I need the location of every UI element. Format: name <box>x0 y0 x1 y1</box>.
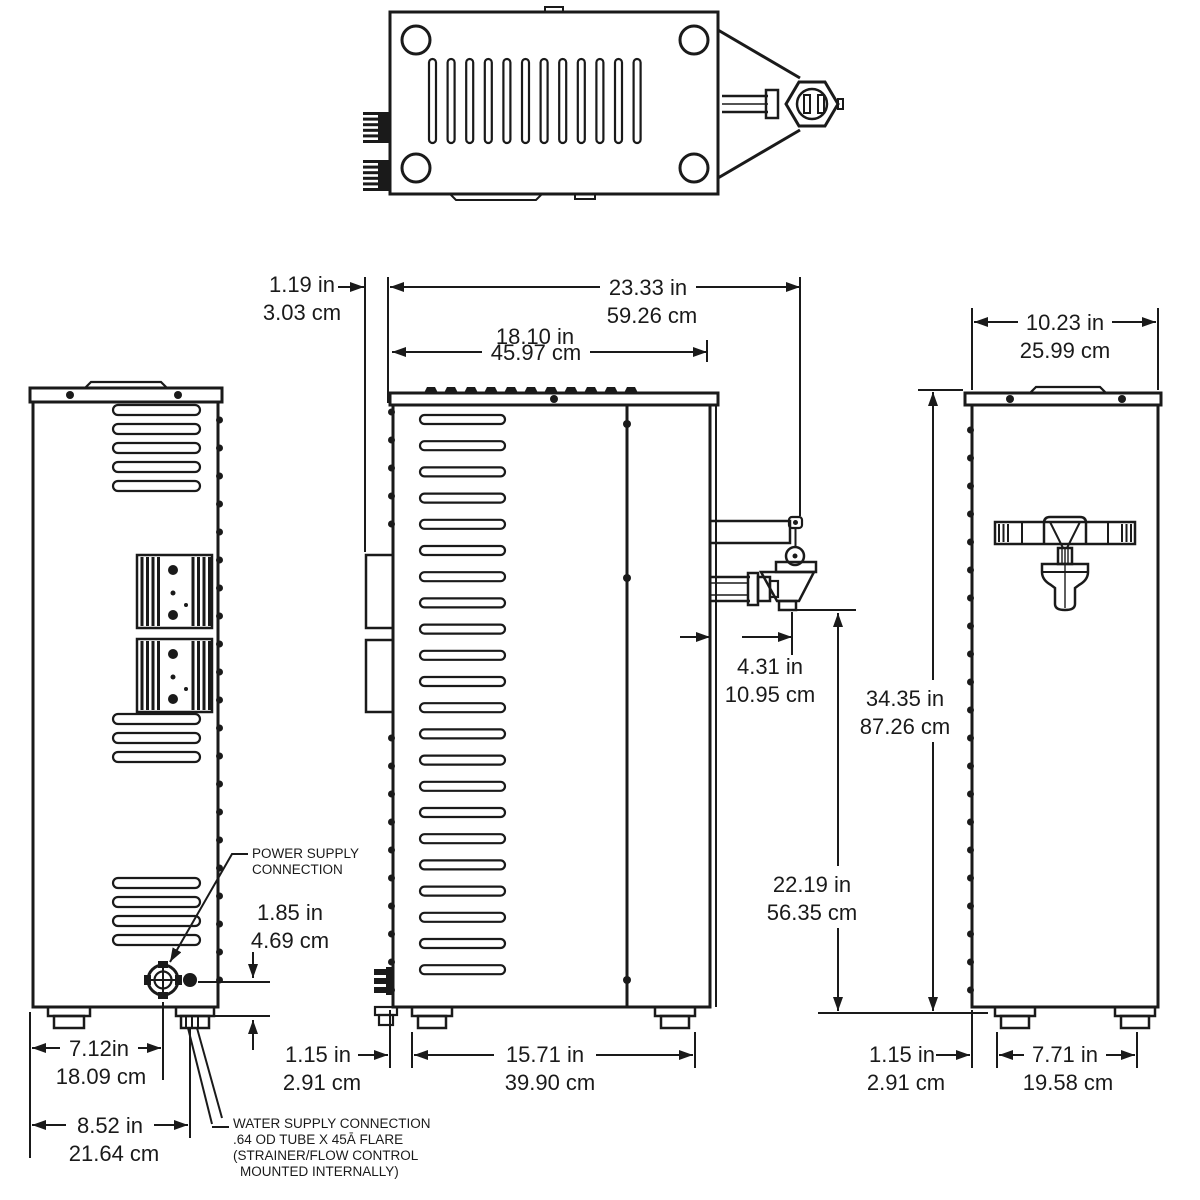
edge-screws <box>967 426 974 994</box>
dim-depth-overall-cm: 59.26 cm <box>607 303 698 328</box>
band-screw <box>550 395 558 403</box>
dim-width-front-in: 10.23 in <box>1026 310 1104 335</box>
dim-depth-body-in: 18.10 in <box>496 324 574 349</box>
dim-faucet-clearance-cm: 56.35 cm <box>767 900 858 925</box>
faucet-handle-bar <box>993 520 1137 546</box>
faucet-side <box>708 515 818 612</box>
mounting-hole <box>678 24 710 56</box>
lid-lip <box>84 380 168 389</box>
front-view <box>963 385 1163 1030</box>
back-feet <box>46 1005 216 1030</box>
dim-power-offset-in: 7.12in <box>69 1036 129 1061</box>
terminal-combs-top <box>363 112 390 191</box>
water-supply-label-line1: WATER SUPPLY CONNECTION <box>233 1116 431 1131</box>
top-view <box>363 6 844 201</box>
dim-offset-back-in: 1.19 in <box>269 272 335 297</box>
mounting-hole <box>400 152 432 184</box>
dim-power-offset-cm: 18.09 cm <box>56 1064 147 1089</box>
dim-depth-overall-in: 23.33 in <box>609 275 687 300</box>
water-supply-connector <box>183 973 197 987</box>
dim-width-front-cm: 25.99 cm <box>1020 338 1111 363</box>
side-louvers <box>418 413 507 976</box>
dim-foot-span-side-in: 15.71 in <box>506 1042 584 1067</box>
dim-foot-span-front-in: 7.71 in <box>1032 1042 1098 1067</box>
faucet-front <box>993 515 1137 612</box>
mounting-hole <box>678 152 710 184</box>
cap-screw <box>1118 395 1126 403</box>
power-supply-leader <box>169 853 248 963</box>
cap-screw <box>1006 395 1014 403</box>
faucet-top <box>717 28 844 180</box>
terminal-block-hatch <box>140 557 211 710</box>
water-supply-leader <box>187 1027 213 1125</box>
dim-connection-height-cm: 4.69 cm <box>251 928 329 953</box>
top-cap <box>963 391 1163 407</box>
water-supply-leader <box>196 1027 223 1119</box>
front-feet <box>993 1005 1157 1030</box>
back-louvers <box>111 403 202 947</box>
dim-faucet-clearance-in: 22.19 in <box>773 872 851 897</box>
side-feet <box>410 1005 697 1030</box>
terminal-block-upper <box>135 553 214 630</box>
tube-fitting <box>764 88 780 120</box>
dim-connection-height-in: 1.85 in <box>257 900 323 925</box>
handle-pivot <box>784 545 806 567</box>
dim-foot-inset-front-in: 1.15 in <box>869 1042 935 1067</box>
top-view-body <box>388 10 720 196</box>
dim-faucet-projection-cm: 10.95 cm <box>725 682 816 707</box>
dimension-annotations: 1.19 in 3.03 cm 23.33 in 59.26 cm 18.10 … <box>29 272 1159 1179</box>
lid-lip <box>1029 385 1107 394</box>
top-vent-slots <box>427 57 642 145</box>
dim-water-offset-in: 8.52 in <box>77 1113 143 1138</box>
dim-depth-body-cm: 45.97 cm <box>491 340 582 365</box>
dim-foot-inset-side-in: 1.15 in <box>285 1042 351 1067</box>
power-supply-label-line2: CONNECTION <box>252 862 343 877</box>
faucet-spout <box>777 599 798 612</box>
power-connector-side <box>373 967 399 1027</box>
terminal-block-lower <box>135 637 214 714</box>
power-supply-connector <box>144 961 182 999</box>
dim-water-offset-cm: 21.64 cm <box>69 1141 160 1166</box>
side-view <box>364 387 818 1030</box>
dim-faucet-projection-in: 4.31 in <box>737 654 803 679</box>
terminal-block-side-lower <box>364 638 395 714</box>
mounting-hole <box>400 24 432 56</box>
cap-screw <box>66 391 74 399</box>
dim-height-overall-in: 34.35 in <box>866 686 944 711</box>
top-view-bottom-tab-wide <box>449 193 543 201</box>
top-cap <box>28 386 224 404</box>
back-view <box>28 380 224 1030</box>
power-supply-label-line1: POWER SUPPLY <box>252 846 359 861</box>
terminal-block-side-upper <box>364 553 395 630</box>
edge-screws <box>388 408 395 994</box>
spout-bell <box>1040 562 1090 612</box>
dim-foot-inset-front-cm: 2.91 cm <box>867 1070 945 1095</box>
dim-foot-span-side-cm: 39.90 cm <box>505 1070 596 1095</box>
side-body <box>391 403 712 1009</box>
valve-housing <box>1042 515 1088 544</box>
water-supply-label-line4: MOUNTED INTERNALLY) <box>240 1164 399 1179</box>
cap-screw <box>174 391 182 399</box>
dim-offset-back-cm: 3.03 cm <box>263 300 341 325</box>
back-body <box>31 400 220 1009</box>
dim-foot-span-front-cm: 19.58 cm <box>1023 1070 1114 1095</box>
dim-height-overall-cm: 87.26 cm <box>860 714 951 739</box>
edge-screws <box>216 416 223 984</box>
faucet-shelf <box>708 519 792 545</box>
faucet-body <box>758 570 817 603</box>
water-supply-label-line2: .64 OD TUBE X 45Ā FLARE <box>233 1132 403 1147</box>
front-body <box>970 403 1160 1009</box>
water-supply-label-line3: (STRAINER/FLOW CONTROL <box>233 1148 419 1163</box>
dim-foot-inset-side-cm: 2.91 cm <box>283 1070 361 1095</box>
